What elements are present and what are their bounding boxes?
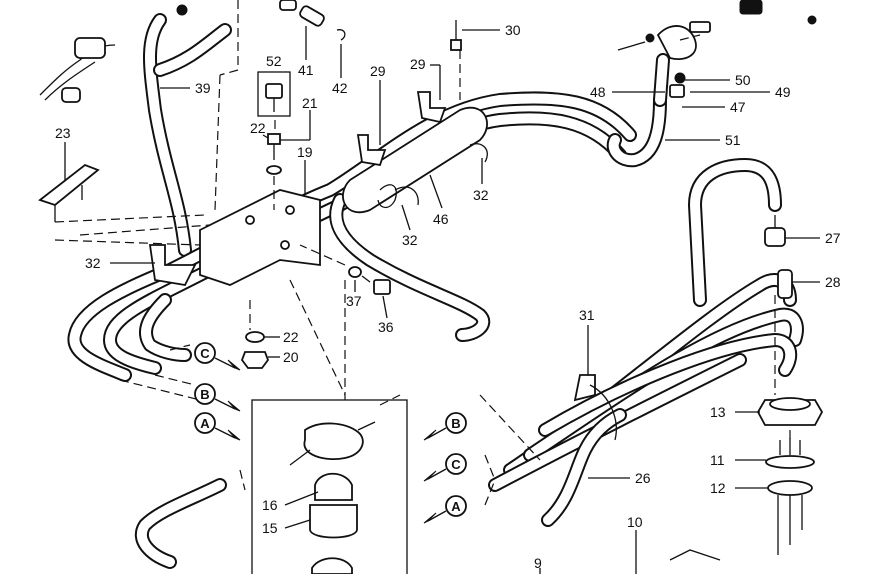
dashed-guides <box>54 0 791 506</box>
callout-37: 37 <box>346 293 362 309</box>
svg-text:A: A <box>200 416 210 431</box>
callout-46: 46 <box>433 211 449 227</box>
callout-21: 21 <box>302 95 318 111</box>
callout-19: 19 <box>297 144 313 160</box>
callout-29b: 29 <box>410 56 426 72</box>
callout-11: 11 <box>710 452 725 468</box>
callout-32c: 32 <box>402 232 418 248</box>
connector-left-a: A <box>194 412 241 441</box>
callout-32a: 32 <box>85 255 101 271</box>
callout-36: 36 <box>378 319 394 335</box>
callout-9: 9 <box>534 555 542 571</box>
callout-50: 50 <box>735 72 751 88</box>
callout-48: 48 <box>590 84 606 100</box>
callout-39: 39 <box>195 80 211 96</box>
callout-42: 42 <box>332 80 348 96</box>
callout-47: 47 <box>730 99 746 115</box>
leader-lines <box>64 26 820 574</box>
callout-29a: 29 <box>370 63 386 79</box>
svg-text:C: C <box>451 457 461 472</box>
connector-left-c: C <box>194 342 241 371</box>
connector-right-a: A <box>423 495 467 524</box>
callout-16: 16 <box>262 497 278 513</box>
callout-12: 12 <box>710 480 726 496</box>
callout-26: 26 <box>635 470 651 486</box>
connector-left-b: B <box>194 383 241 412</box>
callout-22a: 22 <box>250 120 266 136</box>
callout-27: 27 <box>825 230 841 246</box>
callout-32b: 32 <box>473 187 489 203</box>
svg-text:A: A <box>451 499 461 514</box>
callout-41: 41 <box>298 62 314 78</box>
callout-13: 13 <box>710 404 726 420</box>
callout-22b: 22 <box>283 329 299 345</box>
svg-text:C: C <box>200 346 210 361</box>
svg-text:B: B <box>451 416 460 431</box>
svg-text:B: B <box>200 387 209 402</box>
callout-52: 52 <box>266 53 282 69</box>
callout-30: 30 <box>505 22 521 38</box>
connector-labels: C B A B C A <box>194 342 467 524</box>
callout-15: 15 <box>262 520 278 536</box>
callout-31: 31 <box>579 307 595 323</box>
callout-23: 23 <box>55 125 71 141</box>
callout-10: 10 <box>627 514 643 530</box>
fuel-tubes <box>67 13 804 569</box>
callout-28: 28 <box>825 274 841 290</box>
callout-numbers: 30 52 41 42 39 21 22 19 23 29 29 50 48 4… <box>55 22 841 571</box>
parts <box>38 0 824 574</box>
callout-20: 20 <box>283 349 299 365</box>
callout-51: 51 <box>725 132 741 148</box>
callout-49: 49 <box>775 84 791 100</box>
connector-right-c: C <box>423 453 467 482</box>
connector-right-b: B <box>423 412 467 441</box>
